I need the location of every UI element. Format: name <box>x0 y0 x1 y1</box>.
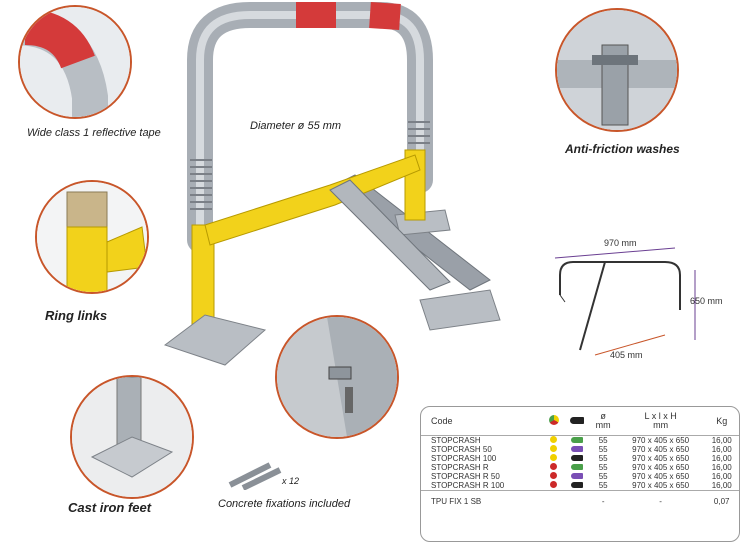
row-code: STOPCRASH R 100 <box>431 481 505 490</box>
table-row: STOPCRASH R 50 55 970 x 405 x 650 16,00 <box>421 472 739 481</box>
header-code: Code <box>421 407 544 436</box>
ring-links-detail <box>35 180 149 294</box>
header-key-icon <box>563 407 590 436</box>
row-key-icon <box>564 436 590 446</box>
lock-detail <box>275 315 399 439</box>
row-size: 970 x 405 x 650 <box>632 445 690 454</box>
row-diameter: 55 <box>598 445 608 454</box>
footer-code: TPU FIX 1 SB <box>431 497 482 506</box>
row-key-icon <box>564 472 590 481</box>
table-row: STOPCRASH R 55 970 x 405 x 650 16,00 <box>421 463 739 472</box>
anti-friction-detail <box>555 8 679 132</box>
cast-iron-image <box>72 377 192 497</box>
row-weight: 16,00 <box>711 445 732 454</box>
row-code: STOPCRASH <box>431 436 481 445</box>
row-size: 970 x 405 x 650 <box>632 454 690 463</box>
header-diameter-symbol: ø <box>600 411 606 421</box>
table-row: STOPCRASH 50 55 970 x 405 x 650 16,00 <box>421 445 739 454</box>
row-color-dot <box>544 463 564 472</box>
row-color-dot <box>544 445 564 454</box>
row-color-dot <box>544 454 564 463</box>
reflective-tape-detail <box>18 5 132 119</box>
row-key-icon <box>564 463 590 472</box>
row-key-icon <box>564 481 590 491</box>
table-row: STOPCRASH 55 970 x 405 x 650 16,00 <box>421 436 739 446</box>
header-size-unit: mm <box>653 420 669 430</box>
row-diameter: 55 <box>598 454 608 463</box>
row-color-dot <box>544 481 564 491</box>
row-color-dot <box>544 472 564 481</box>
dimension-diagram <box>554 247 696 356</box>
anti-friction-image <box>557 10 677 130</box>
row-size: 970 x 405 x 650 <box>632 472 690 481</box>
fixations-label: Concrete fixations included <box>218 498 351 510</box>
row-weight: 16,00 <box>711 454 732 463</box>
diameter-label: Diameter ø 55 mm <box>250 120 342 132</box>
footer-size: - <box>659 497 662 506</box>
row-size: 970 x 405 x 650 <box>632 436 690 445</box>
row-weight: 16,00 <box>711 481 732 490</box>
height-dimension: 650 mm <box>690 296 723 306</box>
cast-iron-label: Cast iron feet <box>68 500 152 515</box>
footer-diameter: - <box>601 497 605 506</box>
reflective-tape-label: Wide class 1 reflective tape <box>27 127 161 139</box>
table-row: STOPCRASH 100 55 970 x 405 x 650 16,00 <box>421 454 739 463</box>
row-size: 970 x 405 x 650 <box>632 481 690 490</box>
table-footer-row: TPU FIX 1 SB - - 0,07 <box>421 490 739 507</box>
table-row: STOPCRASH R 100 55 970 x 405 x 650 16,00 <box>421 481 739 491</box>
row-weight: 16,00 <box>711 472 732 481</box>
row-weight: 16,00 <box>711 463 732 472</box>
depth-dimension: 405 mm <box>610 350 643 360</box>
header-weight: Kg <box>704 407 739 436</box>
lock-image <box>277 317 397 437</box>
reflective-tape-image <box>20 7 130 117</box>
row-diameter: 55 <box>598 436 608 445</box>
row-code: STOPCRASH 100 <box>431 454 497 463</box>
row-diameter: 55 <box>598 463 608 472</box>
ring-links-label: Ring links <box>45 308 108 323</box>
footer-weight: 0,07 <box>713 497 730 506</box>
header-color-icon <box>543 407 564 436</box>
width-dimension: 970 mm <box>604 238 637 248</box>
row-diameter: 55 <box>598 472 608 481</box>
row-code: STOPCRASH R 50 <box>431 472 500 481</box>
row-diameter: 55 <box>598 481 608 490</box>
anti-friction-label: Anti-friction washes <box>565 142 680 156</box>
row-code: STOPCRASH R <box>431 463 489 472</box>
ring-links-image <box>37 182 147 292</box>
row-size: 970 x 405 x 650 <box>632 463 690 472</box>
row-key-icon <box>564 445 590 454</box>
cast-iron-detail <box>70 375 194 499</box>
row-color-dot <box>544 436 564 446</box>
concrete-fixations-image <box>228 462 282 490</box>
header-diameter-unit: mm <box>595 420 611 430</box>
row-key-icon <box>564 454 590 463</box>
row-code: STOPCRASH 50 <box>431 445 492 454</box>
header-size: L x l x H <box>644 411 677 421</box>
fixations-count: x 12 <box>282 476 300 486</box>
row-weight: 16,00 <box>711 436 732 445</box>
